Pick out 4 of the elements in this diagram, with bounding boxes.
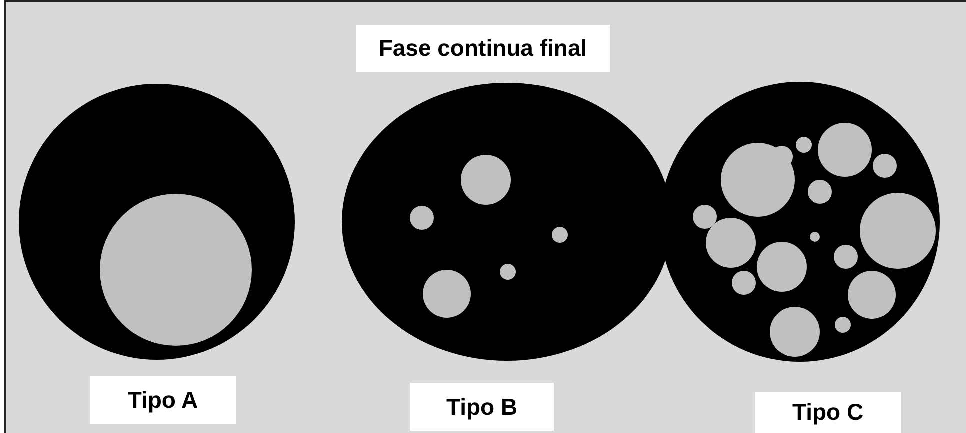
type-label: Tipo A [90,376,236,424]
type-label: Tipo C [755,392,901,433]
title: Fase continua final [356,25,610,72]
type-label: Tipo B [410,383,554,431]
